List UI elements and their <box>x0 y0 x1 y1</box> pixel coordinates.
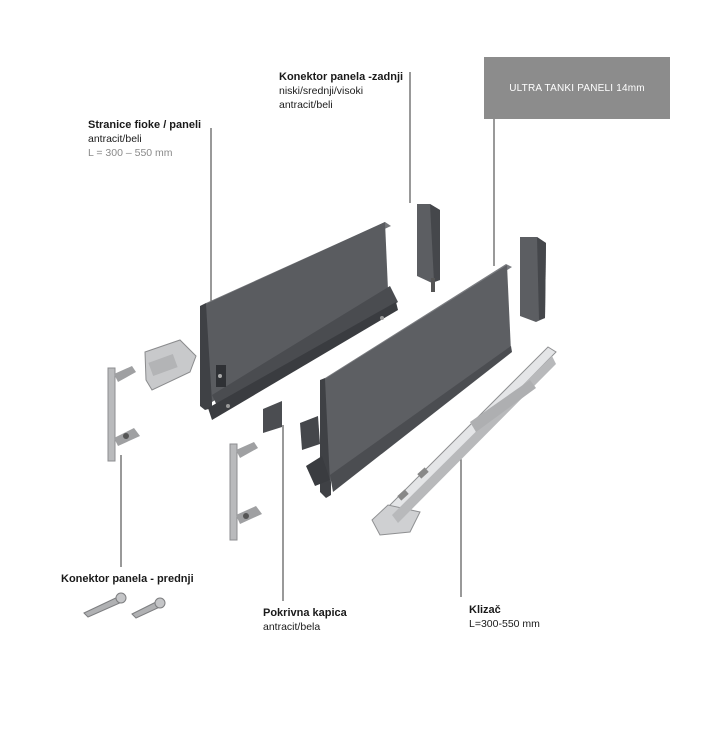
rear-connector-sizes: niski/srednji/visoki <box>279 85 364 97</box>
drawer-side-panel-front-icon <box>306 264 512 498</box>
rear-connector-title: Konektor panela -zadnji <box>279 71 404 83</box>
rear-connector-color: antracit/beli <box>279 99 333 111</box>
label-runner: Klizač L=300-550 mm <box>469 603 540 631</box>
front-connector-title: Konektor panela - prednji <box>61 573 194 585</box>
runner-length: L=300-550 mm <box>469 618 540 630</box>
cover-cap-title: Pokrivna kapica <box>263 607 347 619</box>
rear-connector-icon <box>417 204 546 322</box>
ultra-thin-panels-banner: ULTRA TANKI PANELI 14mm <box>484 57 670 119</box>
banner-text: ULTRA TANKI PANELI 14mm <box>509 82 645 94</box>
drawer-side-panel-icon <box>200 222 398 420</box>
cover-cap-icon <box>263 401 320 450</box>
screw-icon <box>83 592 166 619</box>
side-panels-title: Stranice fioke / paneli <box>88 119 202 131</box>
leader-lines <box>120 72 495 601</box>
front-connector-icon <box>107 366 262 541</box>
runner-icon <box>371 346 557 536</box>
rear-bracket-icon <box>144 339 197 391</box>
label-cover-cap: Pokrivna kapica antracit/bela <box>263 606 347 634</box>
side-panels-length: L = 300 – 550 mm <box>88 147 173 159</box>
label-rear-connector: Konektor panela -zadnji niski/srednji/vi… <box>279 70 403 112</box>
cover-cap-color: antracit/bela <box>263 621 321 633</box>
runner-title: Klizač <box>469 604 501 616</box>
label-front-connector: Konektor panela - prednji <box>61 572 194 586</box>
side-panels-color: antracit/beli <box>88 133 142 145</box>
label-side-panels: Stranice fioke / paneli antracit/beli L … <box>88 118 201 160</box>
